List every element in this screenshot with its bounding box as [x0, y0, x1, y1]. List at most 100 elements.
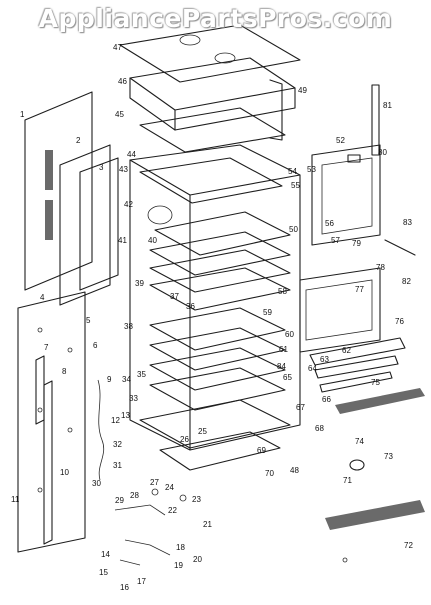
- callout-8: 8: [62, 367, 67, 376]
- part-rod: [384, 239, 416, 256]
- callout-40: 40: [148, 236, 157, 245]
- callout-39: 39: [135, 279, 144, 288]
- site-watermark: AppliancePartsPros.com: [38, 4, 393, 33]
- callout-24: 24: [165, 483, 174, 492]
- callout-9: 9: [107, 375, 112, 384]
- callout-61: 61: [279, 345, 288, 354]
- callout-41: 41: [118, 236, 127, 245]
- part-vent-trim: [129, 57, 296, 131]
- callout-5: 5: [86, 316, 91, 325]
- callout-71: 71: [343, 476, 352, 485]
- callout-54: 54: [288, 167, 297, 176]
- callout-72: 72: [404, 541, 413, 550]
- callout-43: 43: [119, 165, 128, 174]
- callout-58: 58: [278, 287, 287, 296]
- callout-38: 38: [124, 322, 133, 331]
- callout-63: 63: [320, 355, 329, 364]
- callout-48: 48: [290, 466, 299, 475]
- callout-55: 55: [291, 181, 300, 190]
- callout-3: 3: [99, 163, 104, 172]
- callout-65: 65: [283, 373, 292, 382]
- part-top-shield: [139, 107, 286, 153]
- part-base-panel: [159, 431, 281, 471]
- part-side-frame: [269, 79, 283, 141]
- callout-28: 28: [130, 491, 139, 500]
- callout-81: 81: [383, 101, 392, 110]
- callout-57: 57: [331, 236, 340, 245]
- part-screw-27: [151, 488, 159, 496]
- part-upper-racks: [149, 211, 291, 311]
- callout-56: 56: [325, 219, 334, 228]
- callout-70: 70: [265, 469, 274, 478]
- callout-84: 84: [277, 362, 286, 371]
- callout-13: 13: [121, 411, 130, 420]
- part-insulation-outer: [59, 144, 111, 306]
- part-side-panel: [24, 91, 93, 291]
- part-insulation-inner: [79, 157, 119, 291]
- part-vent-grille: [335, 388, 425, 414]
- callout-75: 75: [371, 378, 380, 387]
- callout-67: 67: [296, 403, 305, 412]
- callout-22: 22: [168, 506, 177, 515]
- callout-29: 29: [115, 496, 124, 505]
- callout-46: 46: [118, 77, 127, 86]
- part-small-hardware: [114, 504, 171, 566]
- callout-82: 82: [402, 277, 411, 286]
- callout-80: 80: [378, 148, 387, 157]
- callout-53: 53: [307, 165, 316, 174]
- callout-17: 17: [137, 577, 146, 586]
- callout-36: 36: [186, 302, 195, 311]
- part-bottom-tray: [139, 399, 291, 449]
- callout-1: 1: [20, 110, 25, 119]
- callout-23: 23: [192, 495, 201, 504]
- callout-2: 2: [76, 136, 81, 145]
- callout-14: 14: [101, 550, 110, 559]
- callout-68: 68: [315, 424, 324, 433]
- callout-4: 4: [40, 293, 45, 302]
- part-door-handle: [371, 84, 380, 156]
- callout-83: 83: [403, 218, 412, 227]
- callout-44: 44: [127, 150, 136, 159]
- callout-64: 64: [308, 364, 317, 373]
- callout-60: 60: [285, 330, 294, 339]
- part-front-panel: [17, 291, 86, 553]
- callout-19: 19: [174, 561, 183, 570]
- callout-10: 10: [60, 468, 69, 477]
- callout-78: 78: [376, 263, 385, 272]
- callout-32: 32: [113, 440, 122, 449]
- callout-77: 77: [355, 285, 364, 294]
- callout-12: 12: [111, 416, 120, 425]
- callout-69: 69: [257, 446, 266, 455]
- callout-76: 76: [395, 317, 404, 326]
- part-strip-8: [43, 380, 53, 545]
- callout-35: 35: [137, 370, 146, 379]
- part-sensor: [349, 459, 365, 471]
- part-top-panel: [119, 24, 301, 83]
- callout-25: 25: [198, 427, 207, 436]
- callout-66: 66: [322, 395, 331, 404]
- part-kick-plate: [325, 500, 425, 530]
- callout-59: 59: [263, 308, 272, 317]
- callout-49: 49: [298, 86, 307, 95]
- callout-30: 30: [92, 479, 101, 488]
- part-screw-23: [179, 494, 187, 502]
- callout-45: 45: [115, 110, 124, 119]
- part-screw-48: [342, 557, 348, 563]
- part-upper-door: [311, 144, 381, 246]
- part-trim-bar-75: [319, 371, 393, 393]
- part-lower-door: [299, 267, 381, 353]
- callout-31: 31: [113, 461, 122, 470]
- callout-33: 33: [129, 394, 138, 403]
- callout-26: 26: [180, 435, 189, 444]
- callout-79: 79: [352, 239, 361, 248]
- callout-47: 47: [113, 43, 122, 52]
- part-wire-harness: [97, 379, 105, 481]
- part-trim-bar-62: [309, 337, 406, 366]
- callout-27: 27: [150, 478, 159, 487]
- callout-62: 62: [342, 346, 351, 355]
- callout-16: 16: [120, 583, 129, 592]
- callout-37: 37: [170, 292, 179, 301]
- callout-15: 15: [99, 568, 108, 577]
- callout-73: 73: [384, 452, 393, 461]
